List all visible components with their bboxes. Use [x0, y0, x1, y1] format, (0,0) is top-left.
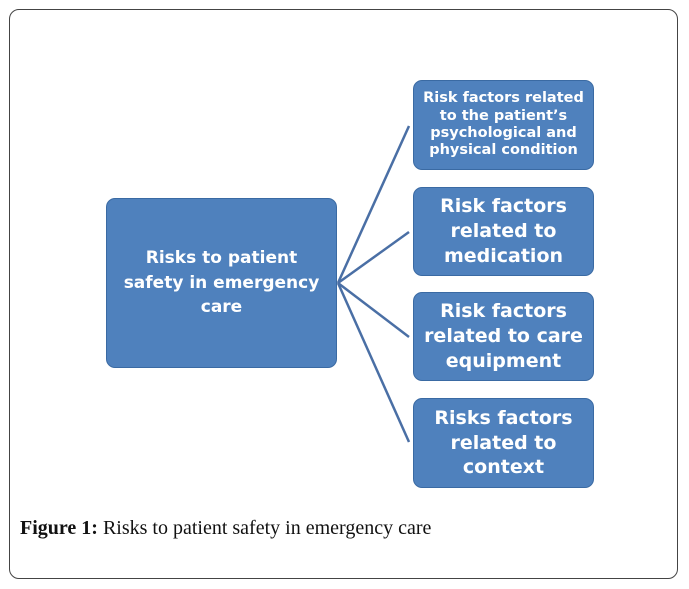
figure-caption: Figure 1: Risks to patient safety in eme… — [20, 517, 431, 540]
connector-line-2 — [337, 282, 410, 338]
connector-line-0 — [336, 125, 411, 284]
connector-line-1 — [337, 230, 410, 285]
child-node-patient-condition: Risk factors related to the patient’s ps… — [413, 80, 594, 170]
child-node-care-equipment: Risk factors related to care equipment — [413, 292, 594, 381]
root-node: Risks to patient safety in emergency car… — [106, 198, 337, 368]
connector-line-3 — [336, 282, 411, 443]
caption-text: Risks to patient safety in emergency car… — [97, 517, 432, 539]
child-node-medication: Risk factors related to medication — [413, 187, 594, 276]
child-node-context: Risks factors related to context — [413, 398, 594, 488]
caption-label: Figure 1: — [20, 517, 98, 539]
